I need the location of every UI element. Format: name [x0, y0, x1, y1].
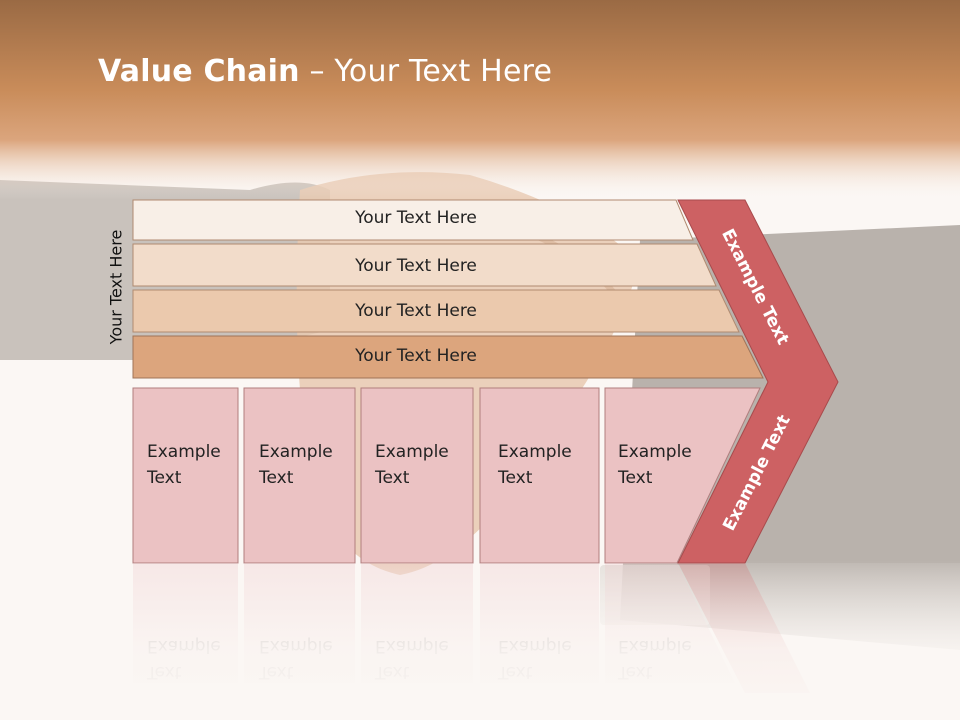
support-bar-1-label: Your Text Here [355, 208, 477, 228]
box-5-line2: Text [618, 468, 653, 488]
support-bar-1 [132, 199, 694, 241]
support-bar-3 [132, 289, 740, 333]
box-1-line2: Text [147, 468, 182, 488]
primary-activity-box-4 [479, 387, 600, 564]
slide-title: Value Chain – Your Text Here [98, 54, 552, 89]
box-1-line1: Example [147, 442, 221, 462]
box-2-line2: Text [259, 468, 294, 488]
box-4-line2: Text [498, 468, 533, 488]
primary-activity-box-2 [243, 387, 356, 564]
support-bar-2 [132, 243, 717, 287]
title-bold: Value Chain [98, 54, 300, 89]
box-3-line2: Text [375, 468, 410, 488]
support-bar-4-label: Your Text Here [355, 346, 477, 366]
primary-activity-box-3 [360, 387, 474, 564]
diagram-reflection: Example Text Example Text Example Text E… [0, 563, 960, 720]
support-bar-4 [132, 335, 764, 379]
box-4-line1: Example [498, 442, 572, 462]
support-bar-3-label: Your Text Here [355, 301, 477, 321]
title-rest: – Your Text Here [299, 54, 553, 89]
box-2-line1: Example [259, 442, 333, 462]
box-5-line1: Example [618, 442, 692, 462]
box-3-line1: Example [375, 442, 449, 462]
support-bar-2-label: Your Text Here [355, 256, 477, 276]
primary-activity-box-1 [132, 387, 239, 564]
reflection-fade [0, 563, 960, 720]
